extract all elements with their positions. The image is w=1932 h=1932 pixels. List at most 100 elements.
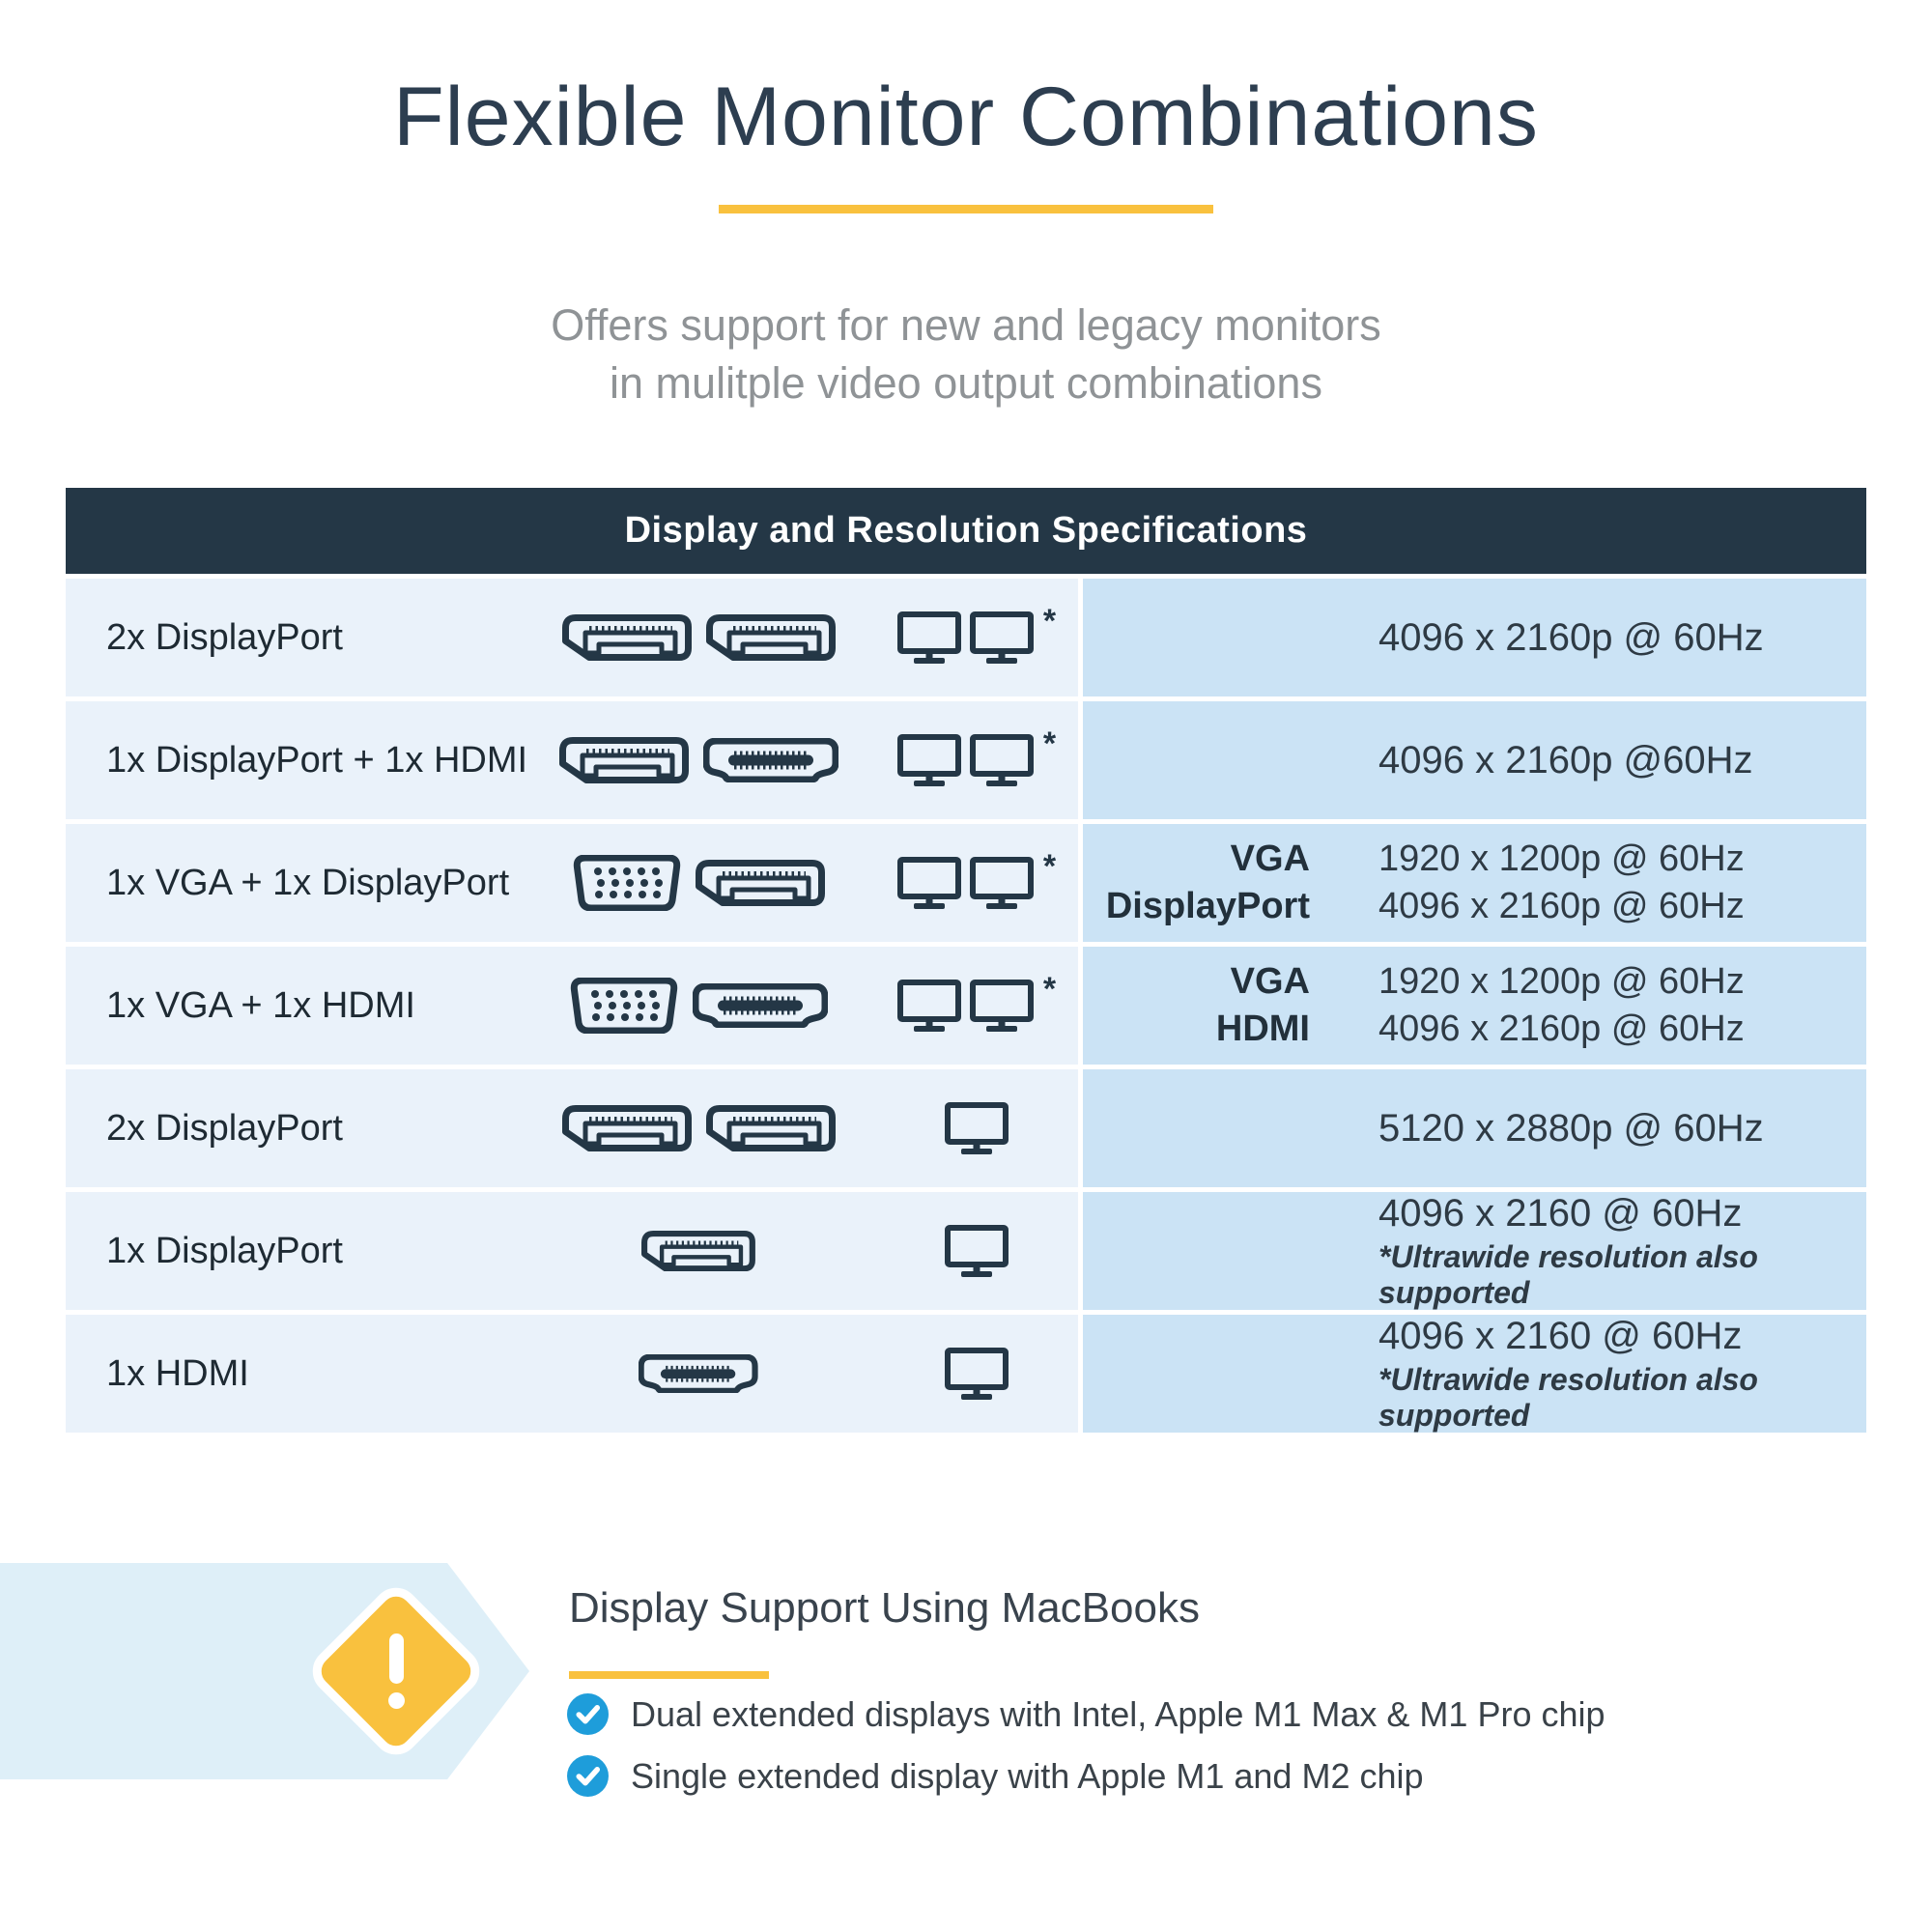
port-icons xyxy=(510,1069,887,1187)
asterisk-footnote: * xyxy=(1042,970,1057,1008)
resolution-pair-line: VGA 1920 x 1200p @ 60Hz xyxy=(1083,836,1866,883)
resolution-value: 4096 x 2160 @ 60Hz xyxy=(1378,1314,1743,1357)
resolution-value: 4096 x 2160p @ 60Hz xyxy=(1378,615,1764,659)
resolution-value: 4096 x 2160p @ 60Hz xyxy=(1378,886,1745,926)
monitor-icon xyxy=(945,1224,1009,1277)
callout-bullets: Dual extended displays with Intel, Apple… xyxy=(566,1692,1605,1816)
title-underline xyxy=(719,205,1213,214)
page-title: Flexible Monitor Combinations xyxy=(393,71,1539,163)
connection-label: 1x HDMI xyxy=(106,1352,249,1394)
resolution-value: 4096 x 2160p @ 60Hz xyxy=(1378,1009,1745,1049)
port-type-label: VGA xyxy=(1230,961,1310,1003)
callout-heading: Display Support Using MacBooks xyxy=(569,1584,1200,1632)
asterisk-footnote: * xyxy=(1042,847,1057,885)
monitor-icons xyxy=(895,1069,1059,1187)
monitor-icons: * xyxy=(895,947,1059,1065)
connection-label: 1x DisplayPort + 1x HDMI xyxy=(106,739,528,781)
connection-label: 1x VGA + 1x HDMI xyxy=(106,984,415,1026)
displayport-icon xyxy=(558,737,689,783)
row-resolution-cell: VGA 1920 x 1200p @ 60Hz DisplayPort 4096… xyxy=(1083,824,1866,942)
asterisk-footnote: * xyxy=(1042,724,1057,762)
displayport-icon xyxy=(561,614,692,661)
row-connection-cell: 1x HDMI xyxy=(66,1315,1078,1433)
resolution-value: 4096 x 2160 @ 60Hz xyxy=(1378,1191,1743,1235)
port-type-label: DisplayPort xyxy=(1105,886,1310,926)
displayport-icon xyxy=(705,614,836,661)
resolution-value: 4096 x 2160p @60Hz xyxy=(1378,738,1753,781)
hdmi-icon xyxy=(702,738,838,782)
ultrawide-footnote: *Ultrawide resolution also supported xyxy=(1378,1361,1758,1433)
row-resolution-cell: 4096 x 2160p @60Hz xyxy=(1083,701,1866,819)
monitor-icon xyxy=(945,1347,1009,1400)
port-icons xyxy=(510,701,887,819)
hdmi-icon xyxy=(639,1353,758,1394)
table-header: Display and Resolution Specifications xyxy=(66,488,1866,574)
table-row: 1x VGA + 1x DisplayPort * VGA 1920 x 120… xyxy=(66,824,1866,942)
subtitle-line-1: Offers support for new and legacy monito… xyxy=(551,300,1381,351)
ultrawide-footnote: *Ultrawide resolution also supported xyxy=(1378,1238,1758,1310)
row-connection-cell: 1x VGA + 1x HDMI * xyxy=(66,947,1078,1065)
bullet-text: Dual extended displays with Intel, Apple… xyxy=(631,1693,1605,1734)
monitor-icons xyxy=(895,1315,1059,1433)
resolution-value: 5120 x 2880p @ 60Hz xyxy=(1378,1106,1764,1150)
bullet-text: Single extended display with Apple M1 an… xyxy=(631,1755,1424,1796)
displayport-icon xyxy=(695,860,825,906)
resolution-value: 1920 x 1200p @ 60Hz xyxy=(1378,961,1745,1003)
vga-icon xyxy=(570,978,677,1034)
port-type-label: HDMI xyxy=(1215,1009,1310,1049)
resolution-pair-line: DisplayPort 4096 x 2160p @ 60Hz xyxy=(1083,883,1866,930)
monitor-icon xyxy=(896,733,961,786)
monitor-icons: * xyxy=(895,701,1059,819)
resolution-value: 1920 x 1200p @ 60Hz xyxy=(1378,838,1745,880)
exclamation-dot xyxy=(387,1692,405,1709)
table-row: 1x DisplayPort + 1x HDMI * 4096 x 2160p … xyxy=(66,701,1866,819)
resolution-pair-line: HDMI 4096 x 2160p @ 60Hz xyxy=(1083,1006,1866,1053)
exclamation-bar xyxy=(388,1634,404,1684)
displayport-icon xyxy=(641,1230,755,1272)
row-resolution-cell: 4096 x 2160 @ 60Hz *Ultrawide resolution… xyxy=(1083,1192,1866,1310)
row-resolution-cell: 5120 x 2880p @ 60Hz xyxy=(1083,1069,1866,1187)
resolution-pair: VGA 1920 x 1200p @ 60Hz DisplayPort 4096… xyxy=(1083,836,1866,929)
port-icons xyxy=(510,824,887,942)
row-resolution-cell: VGA 1920 x 1200p @ 60Hz HDMI 4096 x 2160… xyxy=(1083,947,1866,1065)
port-icons xyxy=(510,1315,887,1433)
monitor-icons: * xyxy=(895,824,1059,942)
hdmi-icon xyxy=(692,983,828,1028)
monitor-icon xyxy=(969,979,1034,1032)
row-resolution-cell: 4096 x 2160 @ 60Hz *Ultrawide resolution… xyxy=(1083,1315,1866,1433)
monitor-icon xyxy=(969,611,1034,664)
monitor-icon xyxy=(945,1101,1009,1154)
table-row: 1x DisplayPort 4096 x 2160 @ 60Hz *Ultra… xyxy=(66,1192,1866,1310)
monitor-icon xyxy=(896,979,961,1032)
hero-section: Flexible Monitor Combinations Offers sup… xyxy=(0,0,1932,412)
port-icons xyxy=(510,579,887,696)
subtitle-line-2: in mulitple video output combinations xyxy=(610,357,1322,408)
table-row: 2x DisplayPort 5120 x 2880p @ 60Hz xyxy=(66,1069,1866,1187)
callout-bullet: Single extended display with Apple M1 an… xyxy=(566,1754,1605,1798)
table-rows: 2x DisplayPort * 4096 x 2160p @ 60Hz 1x … xyxy=(66,579,1866,1433)
port-type-label: VGA xyxy=(1230,838,1310,880)
row-connection-cell: 1x DisplayPort + 1x HDMI * xyxy=(66,701,1078,819)
port-icons xyxy=(510,1192,887,1310)
callout-underline xyxy=(569,1671,769,1679)
connection-label: 2x DisplayPort xyxy=(106,616,343,658)
monitor-icon xyxy=(969,856,1034,909)
connection-label: 2x DisplayPort xyxy=(106,1107,343,1149)
monitor-icon xyxy=(969,733,1034,786)
table-row: 1x VGA + 1x HDMI * VGA 1920 x 1200p @ 60… xyxy=(66,947,1866,1065)
check-circle-icon xyxy=(567,1693,609,1735)
row-connection-cell: 2x DisplayPort xyxy=(66,1069,1078,1187)
resolution-note: 4096 x 2160 @ 60Hz *Ultrawide resolution… xyxy=(1378,1192,1866,1311)
spec-table: Display and Resolution Specifications 2x… xyxy=(66,488,1866,1433)
callout-bullet: Dual extended displays with Intel, Apple… xyxy=(566,1692,1605,1736)
monitor-icon xyxy=(896,611,961,664)
row-connection-cell: 2x DisplayPort * xyxy=(66,579,1078,696)
resolution-pair-line: VGA 1920 x 1200p @ 60Hz xyxy=(1083,958,1866,1006)
displayport-icon xyxy=(561,1105,692,1151)
row-connection-cell: 1x VGA + 1x DisplayPort * xyxy=(66,824,1078,942)
monitor-icons: * xyxy=(895,579,1059,696)
row-resolution-cell: 4096 x 2160p @ 60Hz xyxy=(1083,579,1866,696)
row-connection-cell: 1x DisplayPort xyxy=(66,1192,1078,1310)
check-circle-icon xyxy=(567,1755,609,1797)
